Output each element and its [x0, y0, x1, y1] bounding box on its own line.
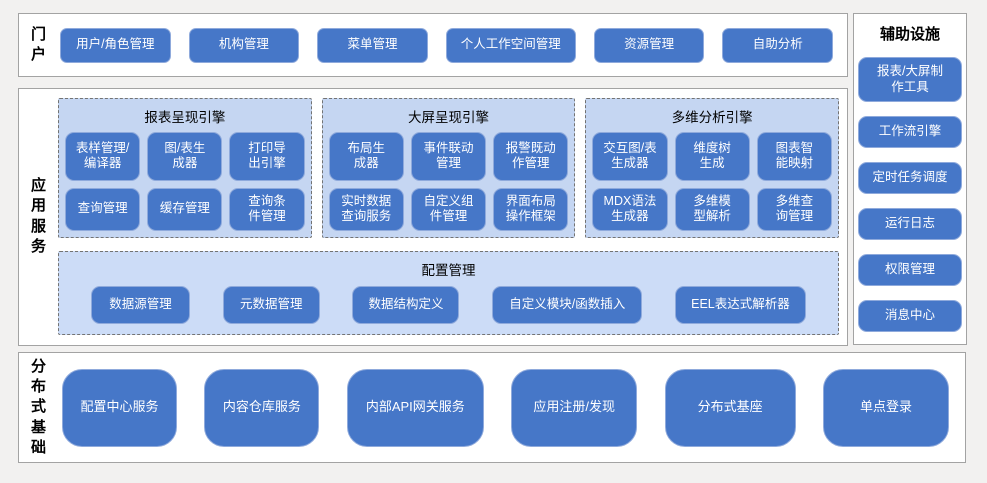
app-services-section-label: 应 用 服 务 [31, 177, 47, 255]
config-item-data-structure-definition[interactable]: 数据结构定义 [352, 285, 460, 324]
chip-chart-table-generator[interactable]: 图/表生 成器 [147, 132, 223, 181]
chip-style-mgmt-compiler[interactable]: 表样管理/ 编译器 [65, 132, 141, 181]
chip-event-linkage-mgmt[interactable]: 事件联动 管理 [410, 132, 487, 181]
chip-multidim-model-parsing[interactable]: 多维模 型解析 [674, 187, 750, 231]
app-services-section: 应 用 服 务 报表呈现引擎 表样管理/ 编译器 图/表生 成器 打印导 出引擎… [18, 88, 848, 346]
config-item-custom-module-function-insert[interactable]: 自定义模块/函数插入 [492, 285, 643, 324]
chip-chart-smart-mapping[interactable]: 图表智 能映射 [756, 132, 832, 181]
foundation-item-internal-api-gateway-service[interactable]: 内部API网关服务 [346, 368, 484, 447]
olap-engine-group: 多维分析引擎 交互图/表 生成器 维度树 生成 图表智 能映射 MDX语法 生成… [585, 98, 839, 238]
chip-realtime-data-query-service[interactable]: 实时数据 查询服务 [328, 187, 404, 231]
chip-ui-layout-framework[interactable]: 界面布局 操作框架 [493, 187, 569, 231]
portal-item-personal-workspace-mgmt[interactable]: 个人工作空间管理 [445, 27, 576, 63]
report-engine-group-title: 报表呈现引擎 [144, 110, 226, 125]
chip-layout-generator[interactable]: 布局生 成器 [328, 132, 404, 181]
bigscreen-engine-group-title: 大屏呈现引擎 [408, 110, 489, 125]
aux-facilities-section: 辅助设施 报表/大屏制 作工具 工作流引擎 定时任务调度 运行日志 权限管理 消… [853, 13, 967, 345]
foundation-item-distributed-base[interactable]: 分布式基座 [664, 368, 796, 447]
chip-interactive-chart-generator[interactable]: 交互图/表 生成器 [592, 132, 668, 181]
config-item-metadata-mgmt[interactable]: 元数据管理 [222, 285, 320, 324]
portal-button-row: 用户/角色管理 机构管理 菜单管理 个人工作空间管理 资源管理 自助分析 [60, 27, 834, 63]
portal-item-user-role-mgmt[interactable]: 用户/角色管理 [60, 27, 171, 63]
chip-query-mgmt[interactable]: 查询管理 [65, 187, 141, 231]
distributed-foundation-label: 分 布 式 基 础 [31, 357, 47, 456]
foundation-item-config-center-service[interactable]: 配置中心服务 [62, 368, 178, 447]
config-mgmt-title: 配置管理 [421, 263, 476, 278]
chip-custom-component-mgmt[interactable]: 自定义组 件管理 [410, 187, 487, 231]
portal-item-resource-mgmt[interactable]: 资源管理 [593, 27, 705, 63]
aux-item-permission-mgmt[interactable]: 权限管理 [858, 254, 962, 286]
engine-groups-row: 报表呈现引擎 表样管理/ 编译器 图/表生 成器 打印导 出引擎 查询管理 缓存… [58, 98, 839, 238]
report-engine-grid: 表样管理/ 编译器 图/表生 成器 打印导 出引擎 查询管理 缓存管理 查询条 … [65, 132, 305, 231]
foundation-button-row: 配置中心服务 内容仓库服务 内部API网关服务 应用注册/发现 分布式基座 单点… [62, 368, 949, 447]
bigscreen-engine-grid: 布局生 成器 事件联动 管理 报警既动 作管理 实时数据 查询服务 自定义组 件… [328, 132, 569, 231]
chip-cache-mgmt[interactable]: 缓存管理 [147, 187, 223, 231]
config-mgmt-row: 数据源管理 元数据管理 数据结构定义 自定义模块/函数插入 EEL表达式解析器 [69, 285, 828, 324]
aux-item-report-bigscreen-tool[interactable]: 报表/大屏制 作工具 [858, 57, 962, 102]
aux-item-scheduled-task[interactable]: 定时任务调度 [858, 162, 962, 194]
portal-item-menu-mgmt[interactable]: 菜单管理 [317, 27, 428, 63]
portal-section-label: 门 户 [31, 25, 47, 63]
chip-alarm-action-mgmt[interactable]: 报警既动 作管理 [493, 132, 569, 181]
report-engine-group: 报表呈现引擎 表样管理/ 编译器 图/表生 成器 打印导 出引擎 查询管理 缓存… [58, 98, 312, 238]
foundation-item-content-repo-service[interactable]: 内容仓库服务 [204, 368, 320, 447]
chip-multidim-query-mgmt[interactable]: 多维查 询管理 [756, 187, 832, 231]
config-item-datasource-mgmt[interactable]: 数据源管理 [91, 285, 191, 324]
foundation-item-app-registration-discovery[interactable]: 应用注册/发现 [511, 368, 638, 447]
config-item-eel-expression-parser[interactable]: EEL表达式解析器 [674, 285, 806, 324]
aux-facilities-title: 辅助设施 [879, 26, 940, 43]
bigscreen-engine-group: 大屏呈现引擎 布局生 成器 事件联动 管理 报警既动 作管理 实时数据 查询服务… [321, 98, 576, 238]
distributed-foundation-section: 分 布 式 基 础 配置中心服务 内容仓库服务 内部API网关服务 应用注册/发… [18, 352, 966, 463]
config-mgmt-panel: 配置管理 数据源管理 元数据管理 数据结构定义 自定义模块/函数插入 EEL表达… [58, 251, 839, 335]
chip-print-export-engine[interactable]: 打印导 出引擎 [229, 132, 305, 181]
portal-item-org-mgmt[interactable]: 机构管理 [188, 27, 300, 63]
app-services-content: 报表呈现引擎 表样管理/ 编译器 图/表生 成器 打印导 出引擎 查询管理 缓存… [58, 98, 839, 335]
chip-dimension-tree-generation[interactable]: 维度树 生成 [674, 132, 750, 181]
aux-item-workflow-engine[interactable]: 工作流引擎 [858, 116, 962, 148]
chip-mdx-syntax-generator[interactable]: MDX语法 生成器 [592, 187, 668, 231]
chip-query-condition-mgmt[interactable]: 查询条 件管理 [229, 187, 305, 231]
aux-item-message-center[interactable]: 消息中心 [858, 300, 962, 332]
foundation-item-single-sign-on[interactable]: 单点登录 [822, 368, 949, 447]
olap-engine-grid: 交互图/表 生成器 维度树 生成 图表智 能映射 MDX语法 生成器 多维模 型… [592, 132, 832, 231]
portal-item-self-service-analysis[interactable]: 自助分析 [722, 27, 834, 63]
portal-section: 门 户 用户/角色管理 机构管理 菜单管理 个人工作空间管理 资源管理 自助分析 [18, 13, 848, 77]
olap-engine-group-title: 多维分析引擎 [671, 110, 753, 125]
aux-item-run-log[interactable]: 运行日志 [858, 208, 962, 240]
